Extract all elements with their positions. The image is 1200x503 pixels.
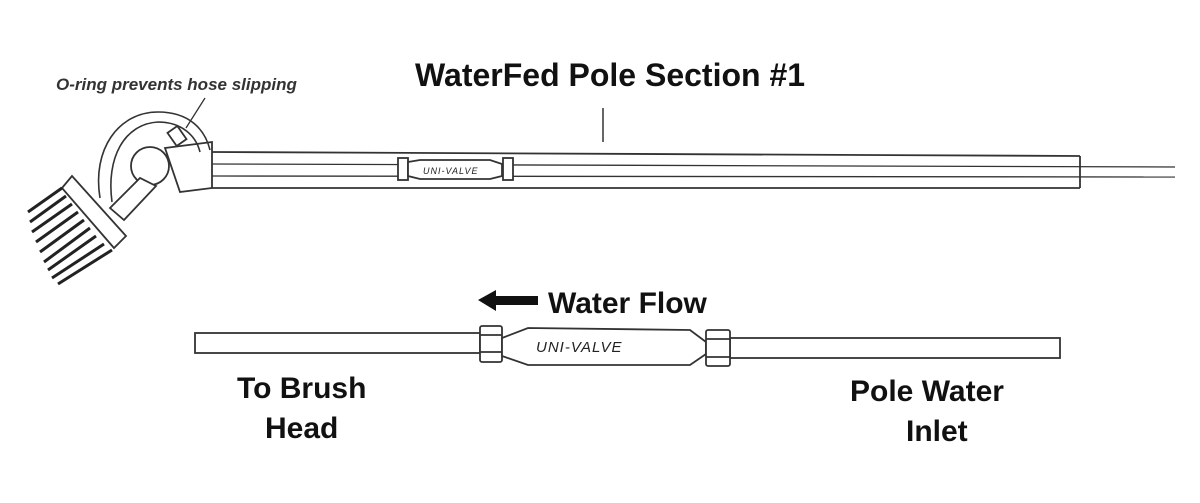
hose-right bbox=[729, 337, 1061, 359]
right-end-label: Pole Water Inlet bbox=[850, 375, 1004, 448]
valve-brand-label: UNI-VALVE bbox=[536, 339, 623, 356]
swivel-joint bbox=[130, 146, 170, 186]
pole-assembly: UNI-VALVE bbox=[27, 97, 1176, 286]
hose-left bbox=[194, 332, 481, 354]
inline-valve-small: UNI-VALVE bbox=[397, 157, 514, 181]
nut-left bbox=[479, 325, 503, 363]
svg-text:Pole Water: Pole Water bbox=[850, 375, 1004, 408]
water-flow-label: Water Flow bbox=[548, 287, 708, 320]
left-end-label: To Brush Head bbox=[237, 372, 366, 445]
water-flow-indicator: Water Flow bbox=[478, 287, 708, 320]
nut-right bbox=[705, 329, 731, 367]
valve-detail: UNI-VALVE bbox=[194, 325, 1061, 367]
o-ring-leader bbox=[185, 97, 206, 129]
svg-text:Head: Head bbox=[265, 412, 338, 445]
svg-text:Inlet: Inlet bbox=[906, 415, 968, 448]
brush-head bbox=[27, 174, 128, 286]
o-ring bbox=[166, 124, 188, 148]
hose-loop bbox=[97, 111, 211, 199]
flow-arrow-icon bbox=[478, 290, 538, 311]
o-ring-note: O-ring prevents hose slipping bbox=[56, 75, 297, 94]
pole-tip-collar bbox=[163, 140, 213, 193]
pole-section-title: WaterFed Pole Section #1 bbox=[415, 57, 805, 93]
svg-text:To Brush: To Brush bbox=[237, 372, 366, 405]
svg-text:UNI-VALVE: UNI-VALVE bbox=[423, 166, 479, 176]
